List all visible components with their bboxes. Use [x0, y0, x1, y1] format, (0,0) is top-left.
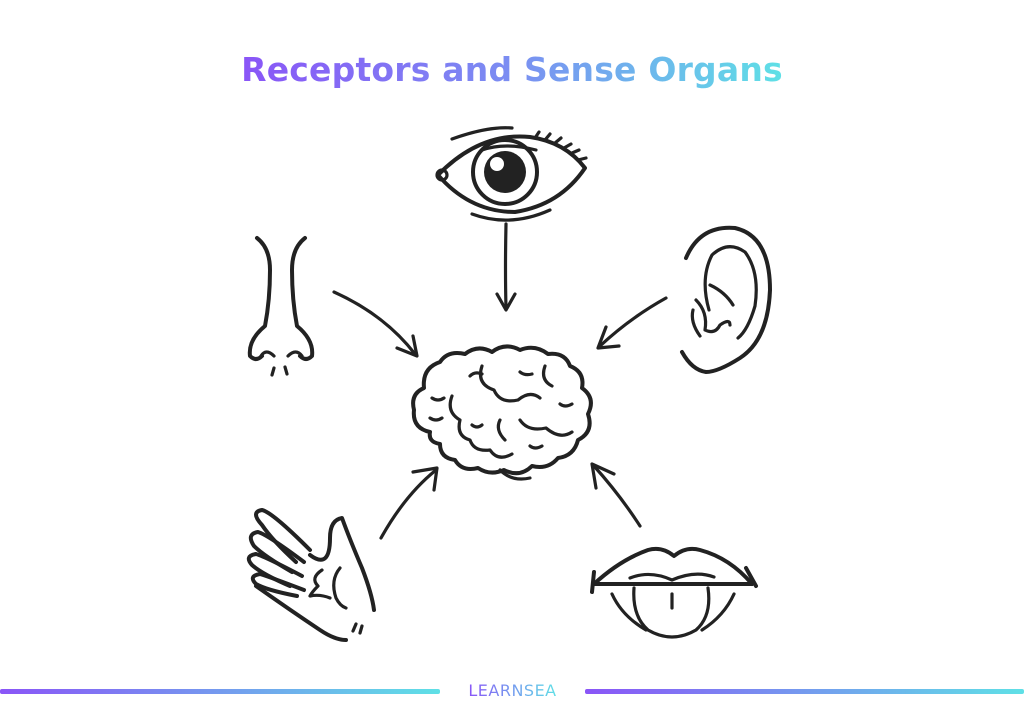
arrow-hand-to-brain	[379, 466, 439, 540]
brain-icon	[411, 344, 593, 481]
hand-icon	[246, 508, 376, 642]
mouth-tongue-icon	[590, 546, 758, 639]
arrow-eye-to-brain	[495, 222, 517, 312]
ear-icon	[680, 225, 772, 374]
footer-divider-right	[585, 689, 1024, 694]
arrow-ear-to-brain	[596, 296, 668, 350]
arrow-nose-to-brain	[332, 290, 419, 358]
footer-divider-left	[0, 689, 440, 694]
brand-logo: LEARNSEA	[468, 681, 557, 700]
nose-icon	[247, 236, 315, 377]
eye-icon	[435, 126, 588, 222]
page-title: Receptors and Sense Organs	[241, 50, 783, 89]
arrow-tongue-to-brain	[590, 462, 642, 528]
